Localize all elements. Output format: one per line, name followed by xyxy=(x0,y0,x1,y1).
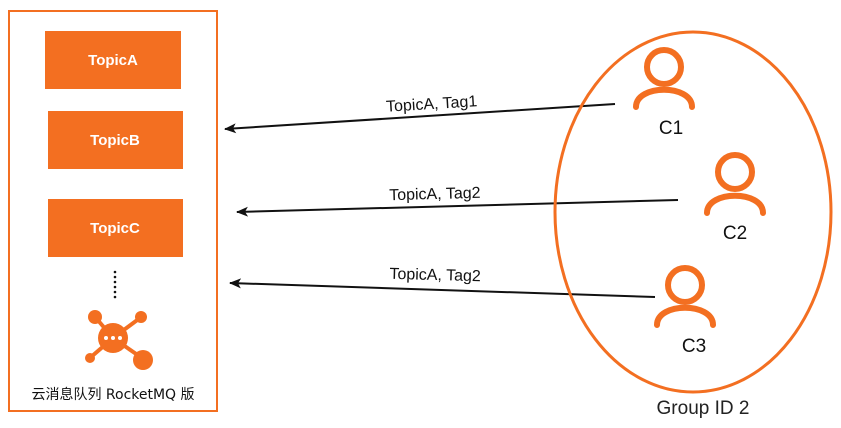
more-topics-ellipsis xyxy=(113,270,117,299)
subscription-arrow-2 xyxy=(236,199,679,217)
consumer-label-c2: C2 xyxy=(723,223,747,244)
subscription-label-1: TopicA, Tag1 xyxy=(386,93,478,116)
broker-label: 云消息队列 RocketMQ 版 xyxy=(31,386,194,403)
user-icon xyxy=(654,265,716,328)
topic-box-bg xyxy=(48,111,183,169)
subscription-edges: TopicA, Tag1 TopicA, Tag2 TopicA, Tag2 xyxy=(224,93,679,298)
subscription-arrow-3 xyxy=(229,278,656,298)
topic-box-bg xyxy=(48,199,183,257)
topic-box-bg xyxy=(45,31,181,89)
consumer-c2[interactable]: C2 xyxy=(704,152,766,244)
group-ellipse xyxy=(553,30,833,394)
broker-border xyxy=(8,10,218,412)
user-icon xyxy=(704,152,766,216)
topic-box-a[interactable]: TopicA xyxy=(45,31,181,89)
rocketmq-logo-icon xyxy=(85,310,153,370)
topic-label-c: TopicC xyxy=(90,220,140,237)
topic-box-c[interactable]: TopicC xyxy=(48,199,183,257)
topic-label-a: TopicA xyxy=(88,52,138,69)
group-label: Group ID 2 xyxy=(657,398,750,419)
consumer-label-c3: C3 xyxy=(682,336,706,357)
consumer-group: C1 C2 C3 Group ID 2 xyxy=(553,30,833,419)
subscription-label-2: TopicA, Tag2 xyxy=(389,185,481,204)
subscription-label-3: TopicA, Tag2 xyxy=(389,266,481,285)
topic-box-b[interactable]: TopicB xyxy=(48,111,183,169)
user-icon xyxy=(633,47,695,110)
consumer-label-c1: C1 xyxy=(659,118,683,139)
broker-panel: TopicA TopicB TopicC xyxy=(8,10,218,412)
consumer-c3[interactable]: C3 xyxy=(654,265,716,357)
consumer-c1[interactable]: C1 xyxy=(633,47,695,139)
subscription-arrow-1 xyxy=(224,103,616,134)
topic-label-b: TopicB xyxy=(90,132,140,149)
